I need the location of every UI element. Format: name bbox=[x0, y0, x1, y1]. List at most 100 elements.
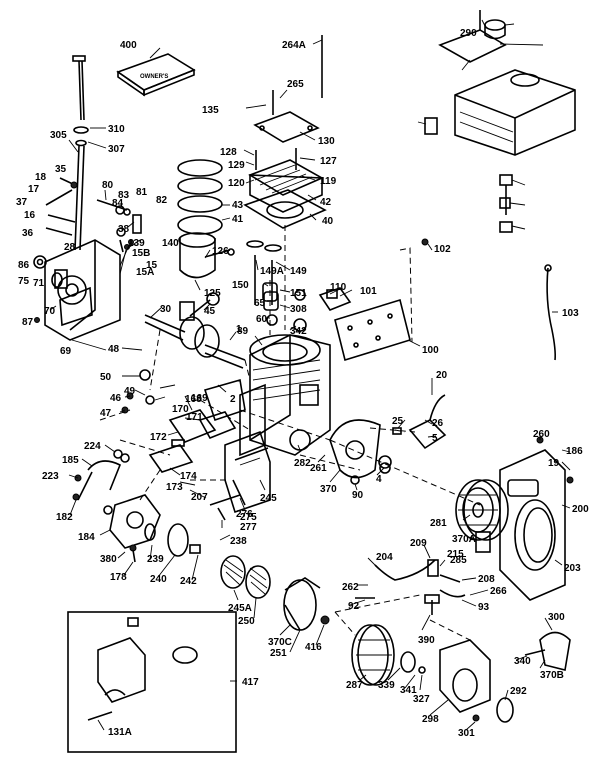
callout-168: 168 bbox=[185, 394, 202, 405]
callout-380: 380 bbox=[100, 554, 117, 565]
crankcase-cover-icon bbox=[33, 239, 121, 341]
governor-parts-icon bbox=[45, 177, 142, 253]
callout-204: 204 bbox=[376, 552, 393, 563]
callout-265: 265 bbox=[287, 79, 304, 90]
hardware-icon bbox=[72, 35, 574, 625]
callout-171: 171 bbox=[186, 412, 203, 423]
callout-92: 92 bbox=[348, 601, 360, 612]
callout-340: 340 bbox=[514, 656, 531, 667]
callout-43: 43 bbox=[232, 200, 244, 211]
starter-cup-icon bbox=[351, 624, 426, 686]
callout-101: 101 bbox=[360, 286, 377, 297]
choke-rod-icon bbox=[544, 264, 556, 361]
callout-339: 339 bbox=[378, 680, 395, 691]
callout-120: 120 bbox=[228, 178, 245, 189]
callout-287: 287 bbox=[346, 680, 363, 691]
fuel-line-icon bbox=[499, 174, 513, 233]
callout-169: 169 bbox=[191, 393, 208, 404]
callout-50: 50 bbox=[100, 372, 112, 383]
callout-81: 81 bbox=[136, 187, 148, 198]
callout-20: 20 bbox=[436, 370, 448, 381]
callout-128: 128 bbox=[220, 147, 237, 158]
callout-240: 240 bbox=[150, 574, 167, 585]
callout-276: 276 bbox=[236, 509, 253, 520]
engine-block-icon bbox=[203, 334, 331, 457]
callout-184: 184 bbox=[78, 532, 95, 543]
callout-19: 19 bbox=[548, 458, 560, 469]
callout-130: 130 bbox=[318, 136, 335, 147]
callout-75: 75 bbox=[18, 276, 30, 287]
dipstick-icon bbox=[72, 55, 89, 251]
callout-35: 35 bbox=[55, 164, 67, 175]
callout-90: 90 bbox=[352, 490, 364, 501]
callout-260: 260 bbox=[533, 429, 550, 440]
callout-86: 86 bbox=[18, 260, 30, 271]
callout-15a: 15A bbox=[136, 267, 154, 278]
callout-417: 417 bbox=[242, 677, 259, 688]
callout-40: 40 bbox=[322, 216, 334, 227]
callout-173: 173 bbox=[166, 482, 183, 493]
callout-207: 207 bbox=[191, 492, 208, 503]
callout-150: 150 bbox=[232, 280, 249, 291]
callout-390: 390 bbox=[418, 635, 435, 646]
callout-46: 46 bbox=[110, 393, 122, 404]
fuel-tank-icon bbox=[424, 10, 576, 156]
ignition-coil-icon bbox=[392, 394, 447, 450]
callout-290: 290 bbox=[460, 28, 477, 39]
callout-83: 83 bbox=[118, 190, 130, 201]
callout-266: 266 bbox=[490, 586, 507, 597]
callout-125: 125 bbox=[204, 288, 221, 299]
callout-370b: 370B bbox=[540, 670, 564, 681]
callout-301: 301 bbox=[458, 728, 475, 739]
assembly-lines bbox=[99, 225, 481, 641]
callout-281: 281 bbox=[430, 518, 447, 529]
callout-277: 277 bbox=[240, 522, 257, 533]
callout-251: 251 bbox=[270, 648, 287, 659]
callout-102: 102 bbox=[434, 244, 451, 255]
callout-149: 149 bbox=[290, 266, 307, 277]
callout-139: 139 bbox=[128, 238, 145, 249]
callout-87: 87 bbox=[22, 317, 34, 328]
callout-262: 262 bbox=[342, 582, 359, 593]
callout-93: 93 bbox=[478, 602, 490, 613]
callout-327: 327 bbox=[413, 694, 430, 705]
callout-370: 370 bbox=[320, 484, 337, 495]
callout-261: 261 bbox=[310, 463, 327, 474]
callout-60: 60 bbox=[256, 314, 268, 325]
callout-300: 300 bbox=[548, 612, 565, 623]
callout-264a: 264A bbox=[282, 40, 306, 51]
callout-186: 186 bbox=[566, 446, 583, 457]
callout-47: 47 bbox=[100, 408, 112, 419]
crankshaft-icon bbox=[144, 292, 246, 369]
callout-242: 242 bbox=[180, 576, 197, 587]
callout-341: 341 bbox=[400, 685, 417, 696]
callout-131a: 131A bbox=[108, 727, 132, 738]
callout-15: 15 bbox=[146, 260, 158, 271]
callout-174: 174 bbox=[180, 471, 197, 482]
callout-110: 110 bbox=[330, 282, 347, 293]
callout-172: 172 bbox=[150, 432, 167, 443]
callout-18: 18 bbox=[35, 172, 47, 183]
callout-5: 5 bbox=[432, 433, 438, 444]
callout-16: 16 bbox=[24, 210, 36, 221]
air-filter-icon bbox=[144, 479, 321, 631]
callout-307: 307 bbox=[108, 144, 125, 155]
back-plate-icon bbox=[329, 419, 391, 479]
callout-84: 84 bbox=[112, 198, 124, 209]
callout-89: 89 bbox=[237, 326, 249, 337]
callout-238: 238 bbox=[230, 536, 247, 547]
callout-26: 26 bbox=[432, 418, 444, 429]
callout-275: 275 bbox=[240, 512, 257, 523]
callout-69: 69 bbox=[60, 346, 72, 357]
callout-370c: 370C bbox=[268, 637, 292, 648]
callout-200: 200 bbox=[572, 504, 589, 515]
svg-text:OWNER'S: OWNER'S bbox=[140, 74, 168, 80]
callout-342: 342 bbox=[290, 326, 307, 337]
callout-245a: 245A bbox=[228, 603, 252, 614]
callout-25: 25 bbox=[392, 416, 404, 427]
callout-15b: 15B bbox=[132, 248, 150, 259]
callout-208: 208 bbox=[478, 574, 495, 585]
breather-plate-icon bbox=[318, 247, 413, 362]
